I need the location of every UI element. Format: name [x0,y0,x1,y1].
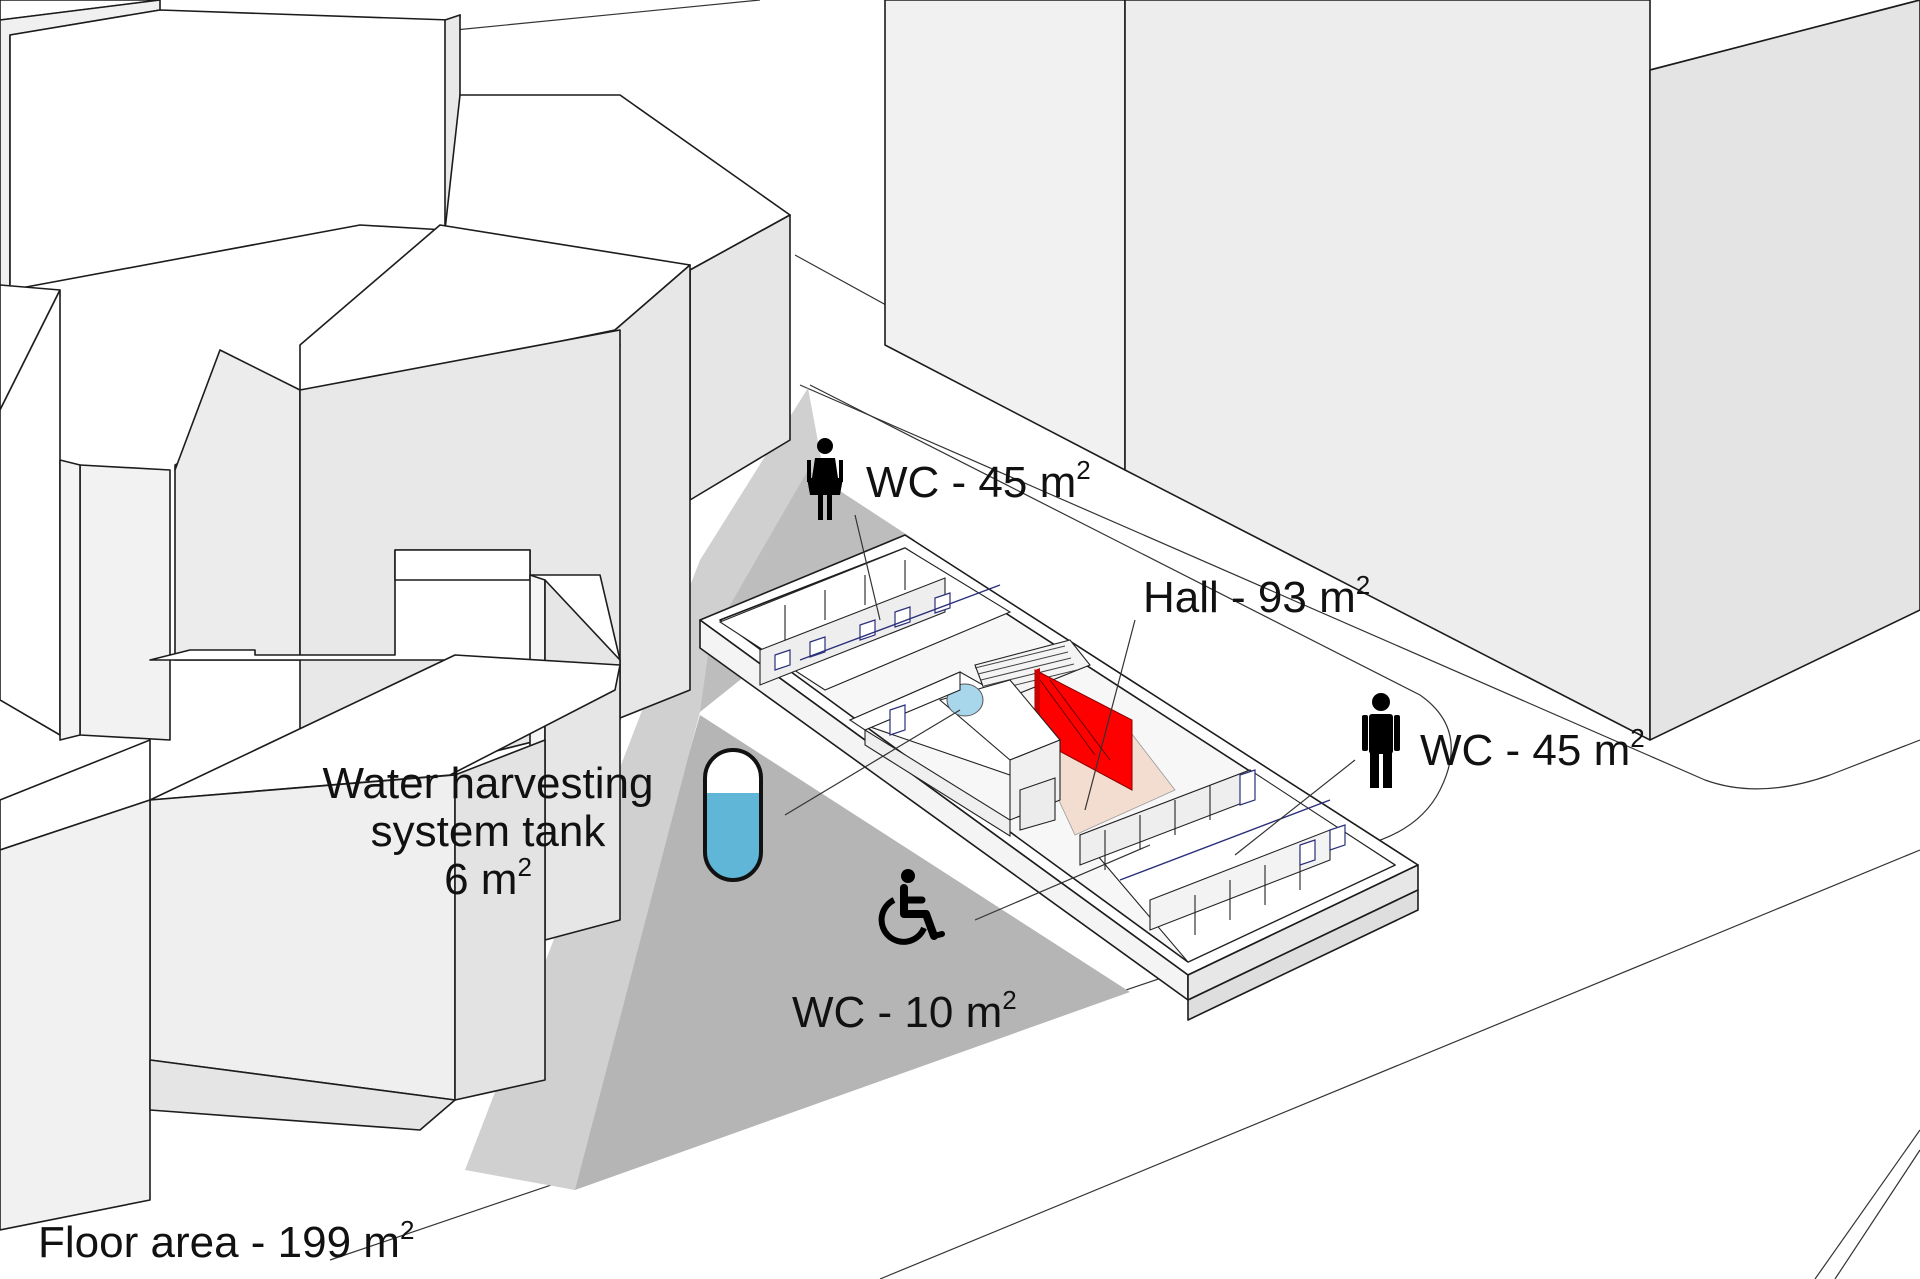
buildings-left-back [0,0,791,801]
wheelchair-icon [878,869,945,945]
label-wc-accessible: WC - 10 m2 [792,985,1017,1037]
road-edge-bottom-2 [1834,1149,1920,1279]
label-hall: Hall - 93 m2 [1143,570,1370,622]
leader-lines [784,514,1356,921]
site-curb [809,384,1452,971]
woman-icon [807,438,843,520]
stair-treads [974,645,1078,693]
leader-wc-accessible [974,844,1151,921]
leader-wc-women [854,514,881,621]
label-floor-area: Floor area - 199 m2 [38,1215,414,1267]
label-wc-women: WC - 45 m2 [866,455,1091,507]
hall-area [848,639,1176,837]
building-right-tall [884,0,1920,741]
wc-women-block [718,547,1012,691]
label-tank-line-3: 6 m2 [444,852,532,904]
road-edge-bottom [1814,1129,1920,1279]
leader-tank [784,709,961,816]
leader-wc-men [1234,759,1356,856]
labels: WC - 45 m2 Hall - 93 m2 WC - 45 m2 Water… [38,455,1645,1267]
road-edge-lower [879,849,1920,1279]
site-building [699,534,1419,1021]
label-tank-line-1: Water harvesting [323,759,654,808]
label-tank-line-2: system tank [371,807,607,856]
buildings-left-front [0,549,621,1231]
leader-hall [1084,619,1136,811]
wc-men-block [1079,769,1397,963]
label-wc-men: WC - 45 m2 [1420,723,1645,775]
water-tank-icon [703,748,763,882]
sidewalk-curb-right [799,384,1920,790]
building-right-side [1649,0,1920,741]
man-icon [1362,693,1400,788]
shadow-main [475,715,1130,1190]
site-end-wall [1187,889,1419,1021]
road-edge-upper [454,0,761,31]
